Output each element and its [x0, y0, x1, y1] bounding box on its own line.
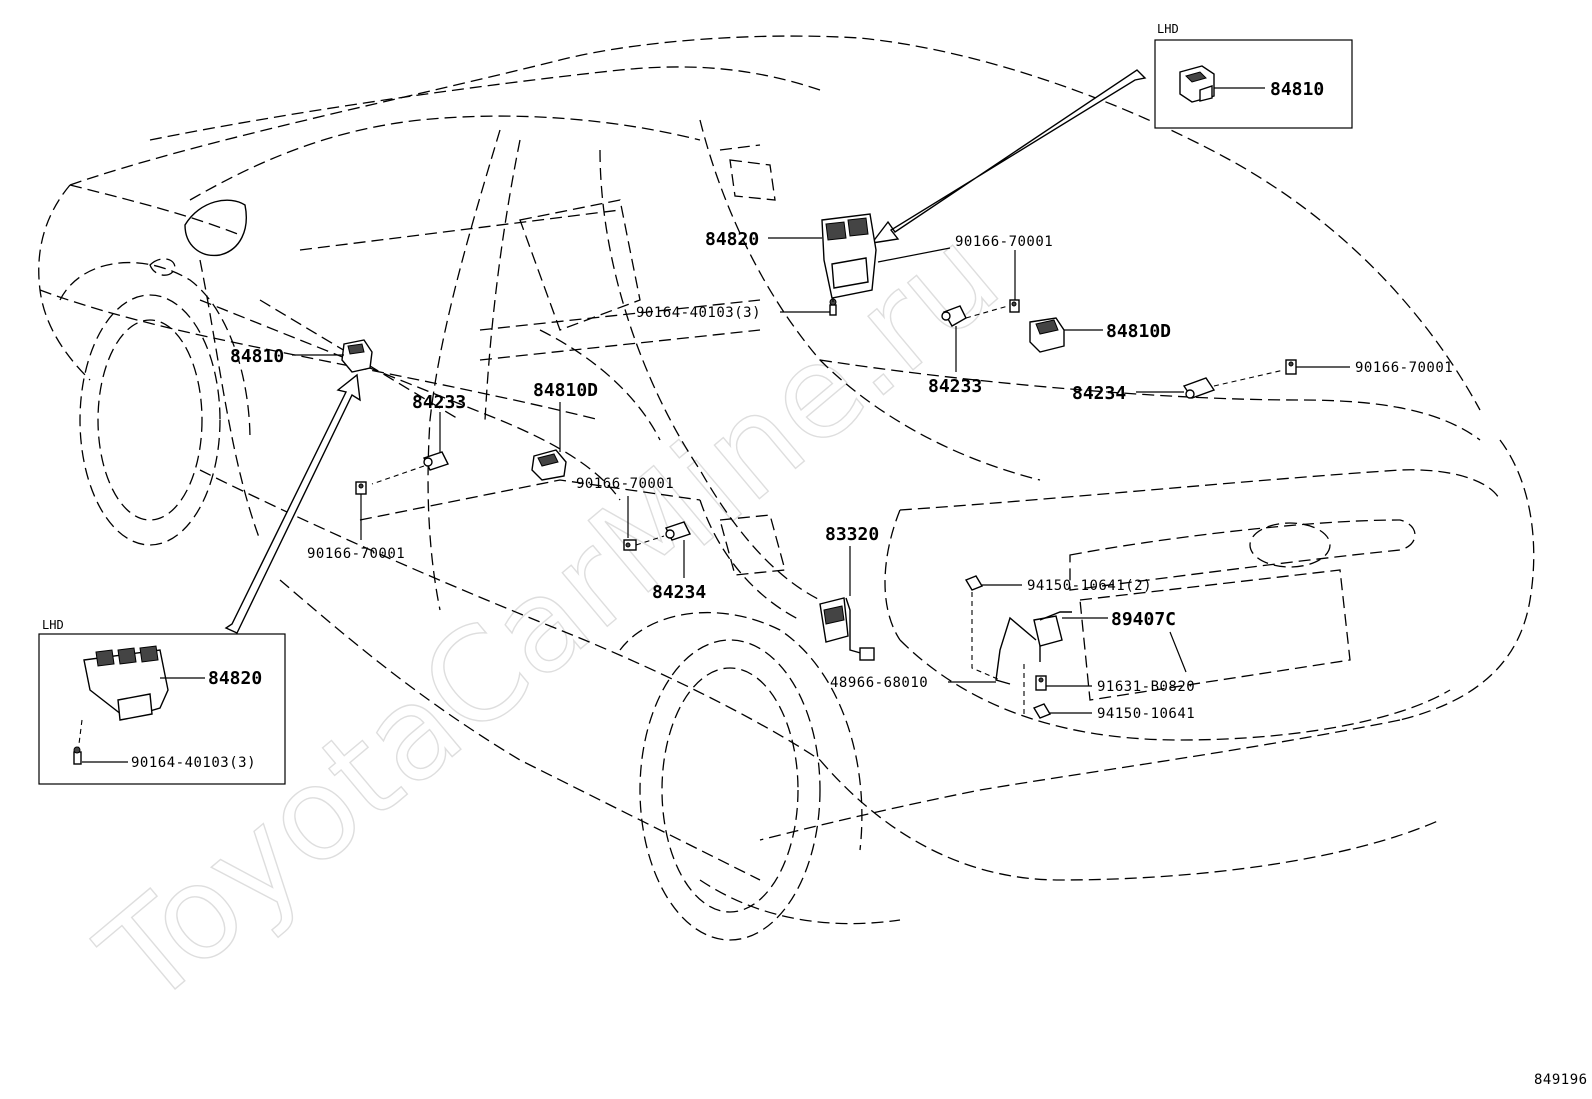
switch-84234-right	[1182, 377, 1216, 399]
screw-far-right	[1285, 359, 1297, 375]
callout-91631-B0820: 91631-B0820	[1097, 679, 1195, 695]
part-83320-sensor	[819, 597, 875, 661]
switch-84810-left	[341, 339, 373, 373]
master-switch-icon	[83, 645, 169, 721]
car-body-outline	[38, 35, 1535, 941]
switch-part-icon	[1179, 65, 1215, 103]
callout-84233-right: 84233	[928, 376, 982, 397]
pointer-arrow-lower	[224, 373, 361, 634]
screw-icon	[73, 746, 82, 765]
inset-bottom-tag: LHD	[42, 618, 64, 632]
callout-84820: 84820	[705, 229, 759, 250]
callout-90166-70001-far-right: 90166-70001	[1355, 360, 1453, 376]
inset-top-tag: LHD	[1157, 22, 1179, 36]
courtesy-lamp-84233-left	[423, 451, 449, 471]
switch-84234-center	[665, 521, 691, 541]
screw-left-lower	[355, 481, 367, 495]
switch-84810D-center	[531, 449, 567, 481]
watermark-text: ToyotaCarMine.ru	[73, 201, 1026, 1035]
drawing-number: 849196	[1534, 1072, 1588, 1088]
callout-90166-70001-center: 90166-70001	[576, 476, 674, 492]
screw-center	[623, 539, 637, 551]
inset-bottom-screw-label: 90164-40103(3)	[131, 755, 256, 771]
screw-right-upper	[1009, 299, 1020, 313]
height-sensor-89407C	[995, 611, 1072, 685]
callout-83320: 83320	[825, 524, 879, 545]
nut-94150-upper	[964, 575, 984, 591]
inset-bottom-switch-label: 84820	[208, 668, 262, 689]
callout-84810-left: 84810	[230, 346, 284, 367]
callout-94150-10641: 94150-10641	[1097, 706, 1195, 722]
callout-84234-center: 84234	[652, 582, 706, 603]
callout-84810D-center: 84810D	[533, 380, 598, 401]
pointer-arrow-upper	[870, 69, 1147, 244]
callout-90166-70001-upper: 90166-70001	[955, 234, 1053, 250]
inset-top-part-label: 84810	[1270, 79, 1324, 100]
callout-90166-70001-left: 90166-70001	[307, 546, 405, 562]
switch-84810D-right	[1029, 317, 1065, 353]
callout-84233-left: 84233	[412, 392, 466, 413]
callout-90164-40103-3: 90164-40103(3)	[636, 305, 761, 321]
callout-89407C: 89407C	[1111, 609, 1176, 630]
callout-84810D-right: 84810D	[1106, 321, 1171, 342]
callout-84234-right: 84234	[1072, 383, 1126, 404]
master-switch-part	[821, 213, 877, 299]
inset-bottom-lhd: LHD 84820 90164-40103(3)	[38, 618, 286, 785]
inset-top-lhd: LHD 84810	[1154, 22, 1353, 129]
callout-94150-10641-2: 94150-10641(2)	[1027, 578, 1152, 594]
callout-48966-68010: 48966-68010	[830, 675, 928, 691]
nut-94150-lower	[1032, 703, 1052, 719]
bolt-91631	[1035, 675, 1047, 691]
